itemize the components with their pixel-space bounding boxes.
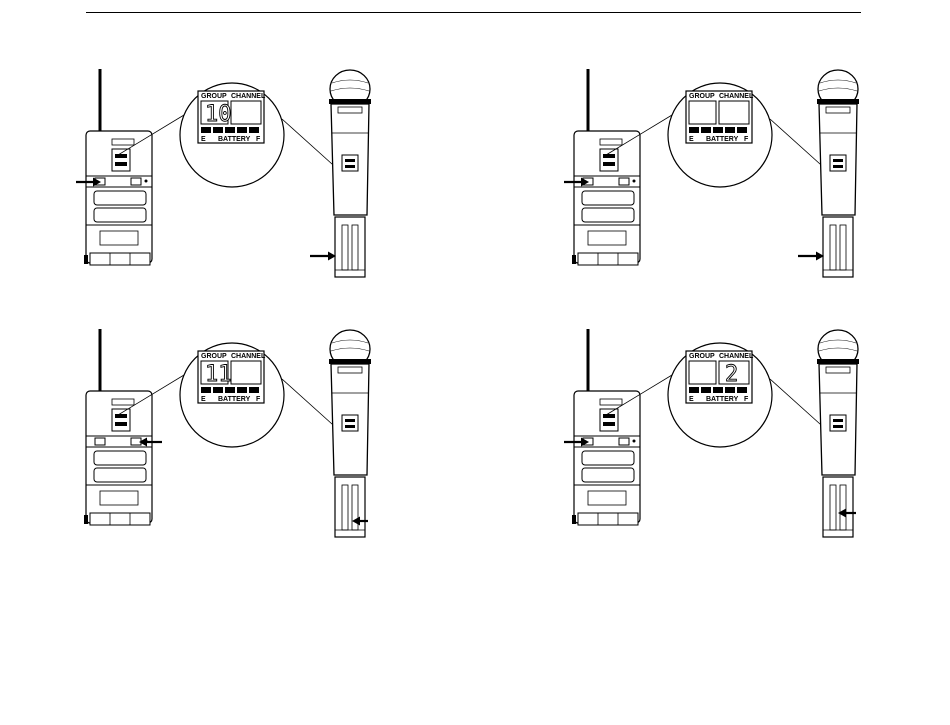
bodypack-button-right [131, 178, 141, 185]
battery-empty-label: E [201, 136, 206, 143]
channel-readout: 2 [725, 362, 738, 387]
bodypack-button-right [619, 178, 629, 185]
battery-empty-label: E [689, 396, 694, 403]
bodypack-transmitter [572, 329, 640, 525]
channel-label: CHANNEL [231, 93, 266, 100]
group-label: GROUP [689, 93, 715, 100]
handheld-microphone [817, 330, 859, 537]
channel-label: CHANNEL [231, 353, 266, 360]
group-readout: 11 [205, 362, 232, 387]
battery-full-label: F [744, 396, 749, 403]
handheld-microphone [817, 70, 859, 277]
channel-label: CHANNEL [719, 93, 754, 100]
battery-empty-label: E [201, 396, 206, 403]
setup-diagram-1: GROUP CHANNEL 10 E BATTERY F [70, 55, 370, 295]
setup-diagram-3: GROUP CHANNEL 11 E BATTERY F [70, 315, 370, 555]
bodypack-button-left [95, 438, 105, 445]
group-label: GROUP [689, 353, 715, 360]
handheld-microphone [329, 70, 371, 277]
header-rule [86, 12, 861, 13]
battery-full-label: F [256, 396, 261, 403]
bodypack-button-right [619, 438, 629, 445]
bodypack-transmitter [572, 69, 640, 265]
setup-diagram-2: GROUP CHANNEL E BATTERY F [558, 55, 858, 295]
group-label: GROUP [201, 93, 227, 100]
battery-label: BATTERY [218, 136, 251, 143]
setup-diagram-4: GROUP CHANNEL 2 E BATTERY F [558, 315, 858, 555]
battery-full-label: F [256, 136, 261, 143]
microphone-arrow [798, 252, 824, 261]
bodypack-transmitter [84, 69, 152, 265]
bodypack-button-right [131, 438, 141, 445]
group-readout: 10 [205, 102, 232, 127]
channel-label: CHANNEL [719, 353, 754, 360]
bodypack-transmitter [84, 329, 152, 525]
group-label: GROUP [201, 353, 227, 360]
battery-full-label: F [744, 136, 749, 143]
battery-empty-label: E [689, 136, 694, 143]
battery-label: BATTERY [218, 396, 251, 403]
microphone-arrow [310, 252, 336, 261]
battery-label: BATTERY [706, 136, 739, 143]
battery-label: BATTERY [706, 396, 739, 403]
handheld-microphone [329, 330, 371, 537]
